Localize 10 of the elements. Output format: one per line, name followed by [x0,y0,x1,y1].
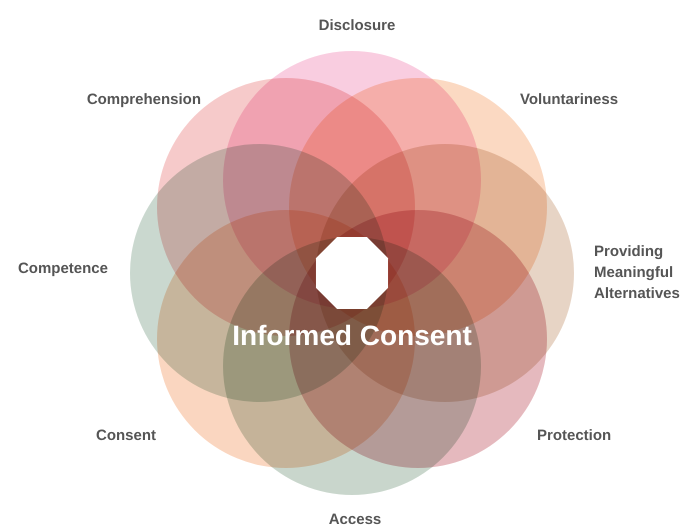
circle-label: Access [328,510,382,527]
circle-label: Consent [96,426,156,446]
circle-label: Disclosure [318,16,396,36]
circle-label: Voluntariness [520,90,618,110]
center-title: Informed Consent [232,319,472,353]
circle-label: Providing Meaningful Alternatives [594,242,681,304]
circle-label: Competence [18,258,108,278]
octagon-shape [316,236,388,310]
circle-label: Comprehension [86,90,201,110]
circle-label: Protection [537,426,612,446]
